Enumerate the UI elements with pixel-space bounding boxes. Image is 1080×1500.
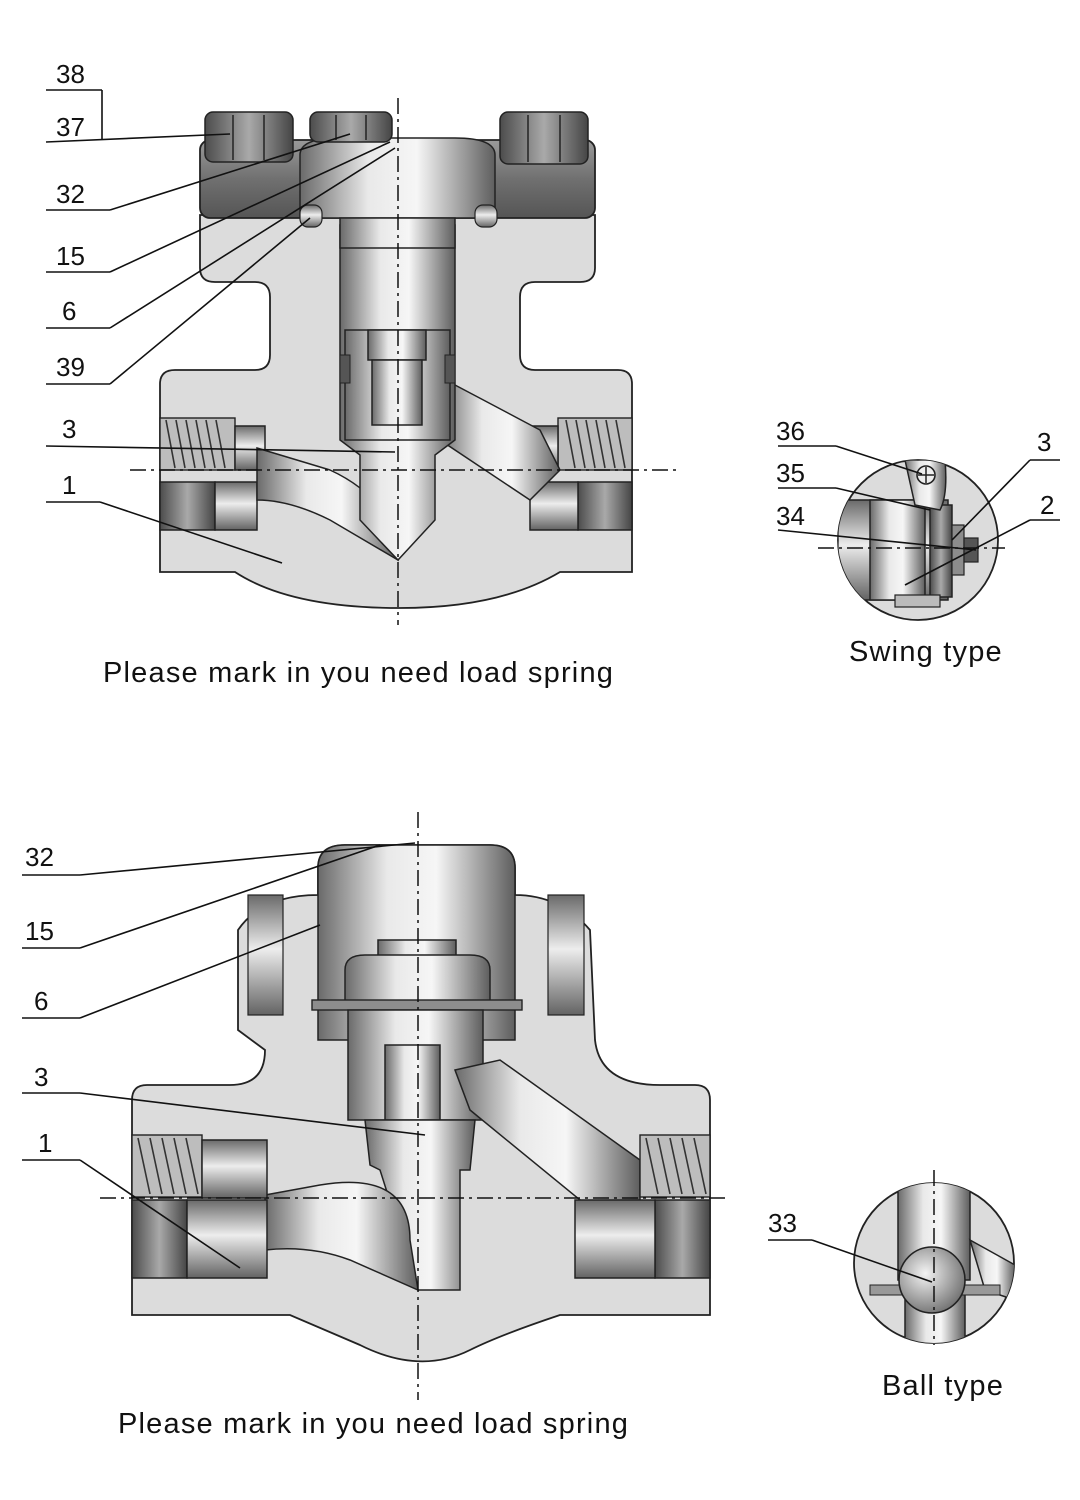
label-2: 2 <box>1040 490 1054 520</box>
label-35: 35 <box>776 458 805 488</box>
swing-detail: 36 35 34 3 2 Swing type <box>776 416 1060 668</box>
label-33: 33 <box>768 1208 797 1238</box>
label-1: 1 <box>62 470 76 500</box>
threads-2 <box>131 1134 711 1199</box>
top-label-numbers: 38 37 32 15 6 39 3 1 <box>56 59 85 500</box>
bottom-valve: 32 15 6 3 1 Please mark in you need load… <box>22 812 725 1440</box>
ball-caption: Ball type <box>882 1370 1004 1402</box>
label-37: 37 <box>56 112 85 142</box>
label-6: 6 <box>62 296 76 326</box>
label-32-b: 32 <box>25 842 54 872</box>
label-39: 39 <box>56 352 85 382</box>
label-15: 15 <box>56 241 85 271</box>
bolt-center <box>309 111 393 143</box>
label-38: 38 <box>56 59 85 89</box>
top-valve: 38 37 32 15 6 39 3 1 Please mark in you … <box>45 59 680 689</box>
label-36: 36 <box>776 416 805 446</box>
label-1-b: 1 <box>38 1128 52 1158</box>
left-port <box>159 481 216 531</box>
bolt-right <box>499 111 589 165</box>
left-thread <box>159 417 266 471</box>
bolt-left <box>204 111 294 163</box>
swing-caption: Swing type <box>849 636 1003 668</box>
label-3-swing: 3 <box>1037 427 1051 457</box>
right-port <box>577 481 633 531</box>
top-caption: Please mark in you need load spring <box>103 657 614 689</box>
label-32: 32 <box>56 179 85 209</box>
ball-detail: 33 Ball type <box>768 1170 1015 1402</box>
bottom-caption: Please mark in you need load spring <box>118 1408 629 1440</box>
label-15-b: 15 <box>25 916 54 946</box>
top-leader-lines <box>45 89 396 564</box>
label-6-b: 6 <box>34 986 48 1016</box>
bottom-leader-lines <box>22 842 426 1269</box>
label-3-b: 3 <box>34 1062 48 1092</box>
label-34: 34 <box>776 501 805 531</box>
label-3: 3 <box>62 414 76 444</box>
